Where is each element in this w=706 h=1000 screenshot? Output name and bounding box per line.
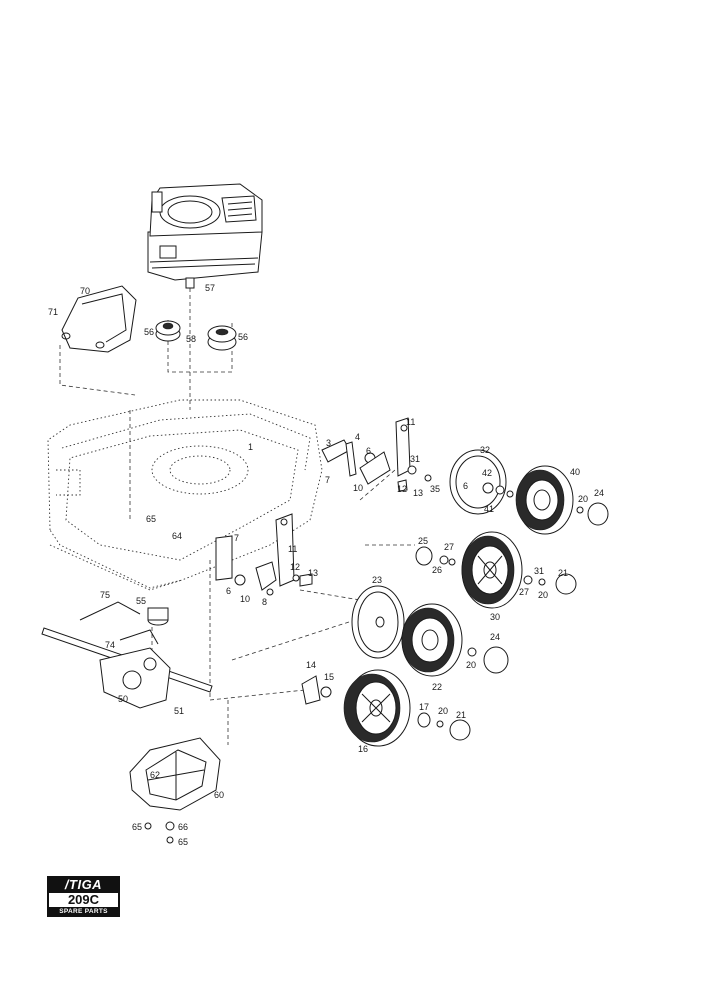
label-35: 35 xyxy=(430,484,440,494)
label-50: 50 xyxy=(118,694,128,704)
label-31-low: 31 xyxy=(534,566,544,576)
label-15: 15 xyxy=(324,672,334,682)
front-brackets[interactable] xyxy=(215,513,313,596)
label-7-top: 7 xyxy=(325,475,330,485)
label-1: 1 xyxy=(248,442,253,452)
spare-parts-caption: SPARE PARTS xyxy=(47,907,120,917)
label-3: 3 xyxy=(326,438,331,448)
belt-cover[interactable] xyxy=(61,285,137,353)
label-16: 16 xyxy=(358,744,368,754)
hubcap-ring[interactable] xyxy=(449,449,514,515)
label-24-a: 24 xyxy=(594,488,604,498)
label-60: 60 xyxy=(214,790,224,800)
wheel-front-right[interactable] xyxy=(461,531,577,609)
label-57: 57 xyxy=(205,283,215,293)
label-74: 74 xyxy=(105,640,115,650)
label-58: 58 xyxy=(186,334,196,344)
wheel-mid[interactable] xyxy=(401,603,509,677)
label-22: 22 xyxy=(432,682,442,692)
label-10-low: 10 xyxy=(240,594,250,604)
rear-brackets[interactable] xyxy=(321,417,432,492)
label-65-c: 65 xyxy=(178,837,188,847)
label-71: 71 xyxy=(48,307,58,317)
label-51: 51 xyxy=(174,706,184,716)
model-number: 209C xyxy=(47,893,120,907)
label-32: 32 xyxy=(480,445,490,455)
label-6-low: 6 xyxy=(226,586,231,596)
label-65-b: 65 xyxy=(132,822,142,832)
label-10-top: 10 xyxy=(353,483,363,493)
axle-bushing-parts[interactable] xyxy=(415,546,456,566)
label-24-b: 24 xyxy=(490,632,500,642)
front-axle-bracket[interactable] xyxy=(301,675,332,705)
label-64: 64 xyxy=(172,531,182,541)
label-14: 14 xyxy=(306,660,316,670)
label-27-b: 27 xyxy=(519,587,529,597)
label-20-a: 20 xyxy=(578,494,588,504)
label-13-top: 13 xyxy=(413,488,423,498)
mower-deck[interactable] xyxy=(47,399,323,591)
label-17: 17 xyxy=(419,702,429,712)
label-55: 55 xyxy=(136,596,146,606)
label-26: 26 xyxy=(432,565,442,575)
label-20-d: 20 xyxy=(438,706,448,716)
pulley-right[interactable] xyxy=(207,325,237,351)
drive-pulley[interactable] xyxy=(147,607,169,626)
label-12-mid: 12 xyxy=(290,562,300,572)
label-62: 62 xyxy=(150,770,160,780)
label-75: 75 xyxy=(100,590,110,600)
label-6-mid: 6 xyxy=(463,481,468,491)
label-11-mid: 11 xyxy=(288,544,297,554)
label-6-top: 6 xyxy=(366,446,371,456)
label-21-b: 21 xyxy=(456,710,466,720)
label-4: 4 xyxy=(355,432,360,442)
label-40: 40 xyxy=(570,467,580,477)
part-number-labels: 57 70 71 56 58 56 1 3 4 6 7 10 11 31 12 … xyxy=(48,283,604,847)
label-8: 8 xyxy=(262,597,267,607)
label-56-left: 56 xyxy=(144,327,154,337)
label-27-a: 27 xyxy=(444,542,454,552)
label-41: 41 xyxy=(484,504,494,514)
brand-name: /TIGA xyxy=(47,876,120,893)
label-13-mid: 13 xyxy=(308,568,318,578)
label-31-top: 31 xyxy=(410,454,420,464)
label-56-right: 56 xyxy=(238,332,248,342)
label-66: 66 xyxy=(178,822,188,832)
transmission-assembly[interactable] xyxy=(41,601,213,709)
label-12-top: 12 xyxy=(397,484,407,494)
wheel-front-left[interactable] xyxy=(343,669,471,747)
label-23: 23 xyxy=(372,575,382,585)
label-7-mid: 7 xyxy=(234,533,239,543)
wheel-rear-right[interactable] xyxy=(515,465,609,535)
brand-logo: /TIGA 209C SPARE PARTS xyxy=(47,876,120,918)
pulley-left[interactable] xyxy=(155,320,181,342)
label-30: 30 xyxy=(490,612,500,622)
engine[interactable] xyxy=(147,183,263,289)
gearbox-cover[interactable] xyxy=(129,737,221,844)
label-42: 42 xyxy=(482,468,492,478)
label-20-c: 20 xyxy=(466,660,476,670)
label-65-a: 65 xyxy=(146,514,156,524)
label-20-b: 20 xyxy=(538,590,548,600)
label-70: 70 xyxy=(80,286,90,296)
label-25: 25 xyxy=(418,536,428,546)
wheel-disc[interactable] xyxy=(351,585,405,659)
label-11-top: 11 xyxy=(406,417,415,427)
label-21-a: 21 xyxy=(558,568,568,578)
